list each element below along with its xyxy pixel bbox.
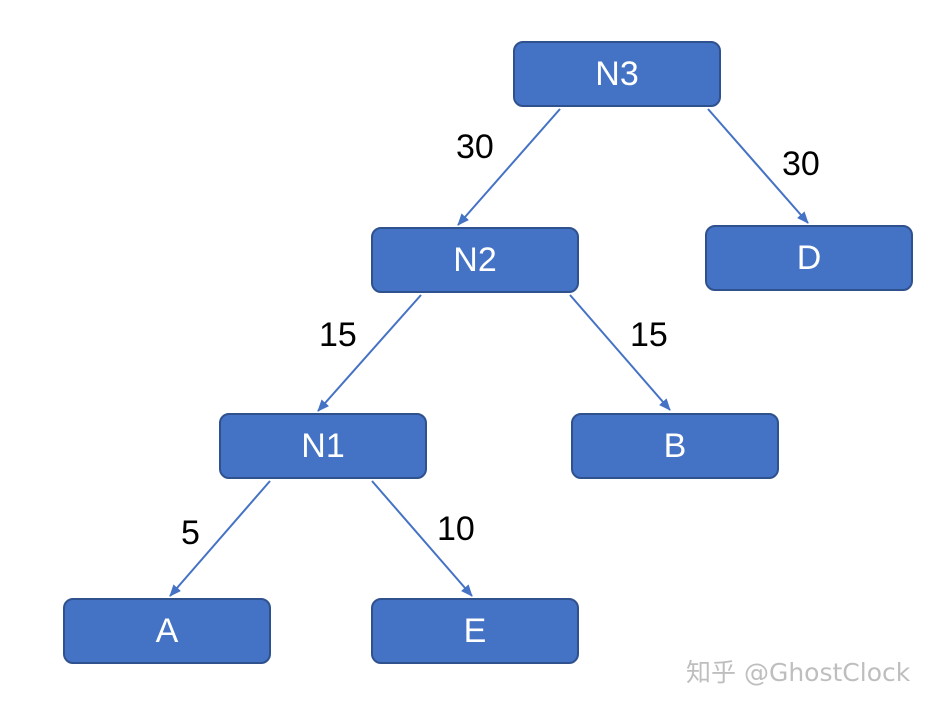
watermark: 知乎 @GhostClock (686, 658, 911, 687)
node-n1-label: N1 (301, 426, 345, 465)
node-n2: N2 (371, 227, 579, 293)
edge-n3-n2 (457, 108, 561, 226)
edge-label-n3-d: 30 (782, 145, 820, 183)
edge-label-n1-e: 10 (437, 510, 475, 548)
edge-n3-d (707, 108, 809, 224)
edge-label-n2-b: 15 (630, 316, 668, 354)
node-n2-label: N2 (453, 240, 497, 279)
node-a: A (63, 598, 271, 664)
node-a-label: A (155, 611, 179, 650)
edge-label-n2-n1: 15 (319, 316, 357, 354)
node-n3-label: N3 (595, 54, 639, 93)
edge-n1-e (371, 480, 473, 597)
node-b-label: B (663, 426, 687, 465)
node-b: B (571, 413, 779, 479)
node-e: E (371, 598, 579, 664)
node-n1: N1 (219, 413, 427, 479)
edge-n2-n1 (317, 294, 422, 412)
node-n3: N3 (513, 41, 721, 107)
node-d: D (705, 225, 913, 291)
node-e-label: E (463, 611, 487, 650)
node-d-label: D (796, 238, 822, 277)
edge-n2-b (569, 294, 671, 411)
edge-label-n1-a: 5 (181, 514, 200, 552)
edge-label-n3-n2: 30 (456, 128, 494, 166)
edge-n1-a (169, 480, 271, 597)
